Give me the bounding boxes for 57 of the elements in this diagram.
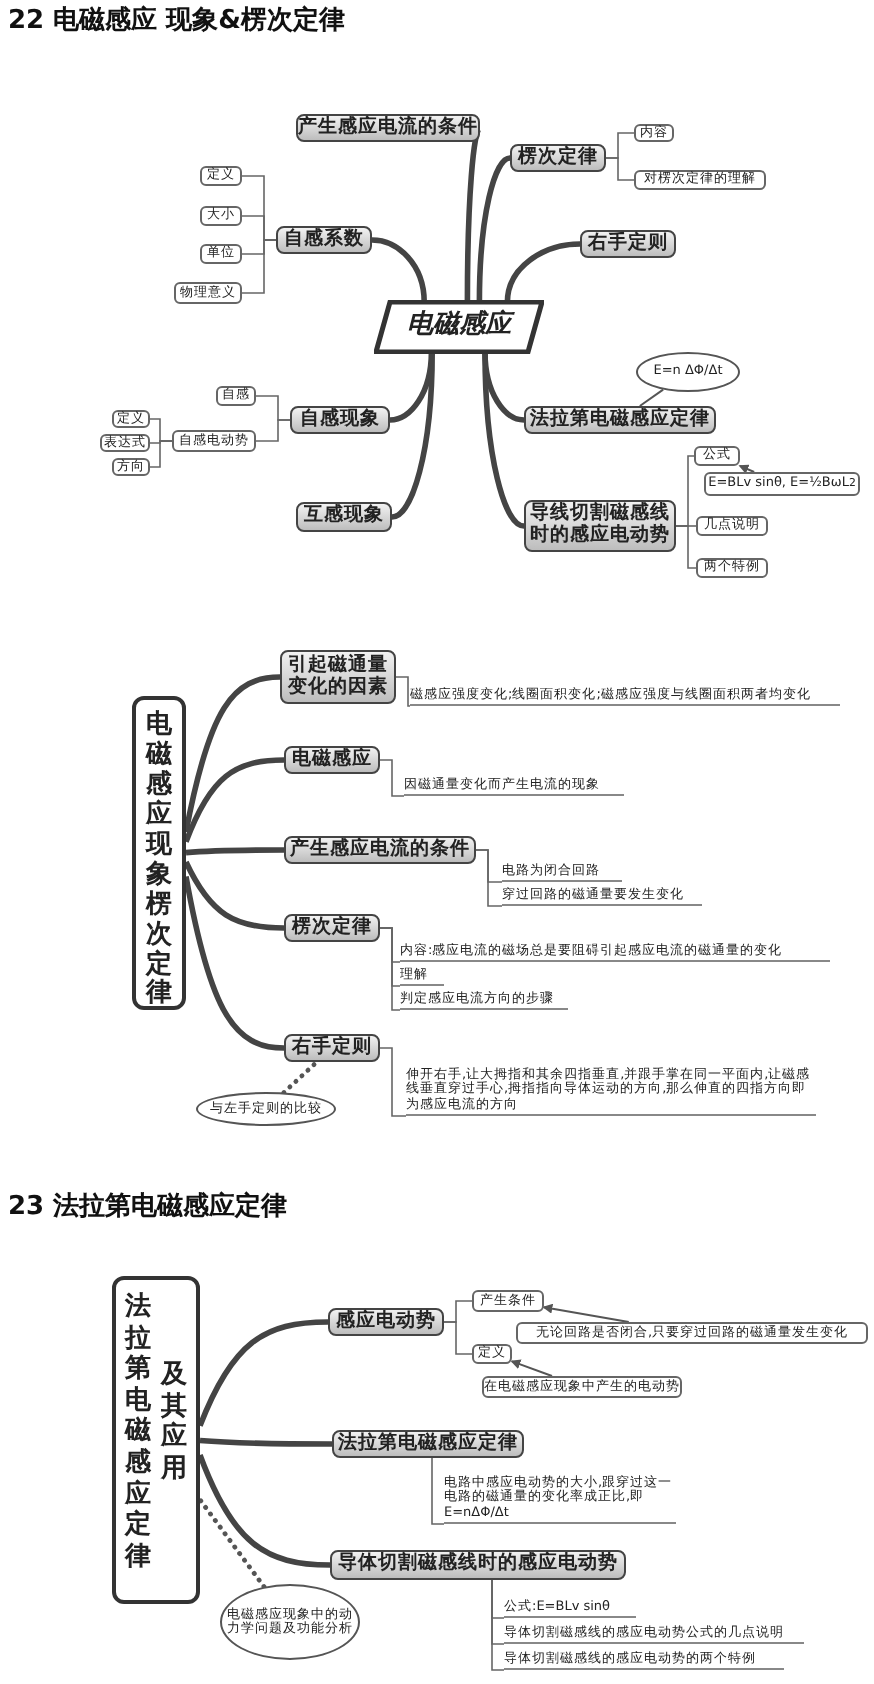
connector-line <box>241 239 277 294</box>
topic-box: 法拉第电磁感应定律 <box>332 1430 524 1458</box>
topic-box: 电磁感应 <box>284 746 380 774</box>
topic-box: 右手定则 <box>284 1034 380 1062</box>
branch-line <box>389 351 435 423</box>
branch-line <box>183 674 281 833</box>
vertical-title-text: 电磁感应现象楞次定律 <box>145 712 173 1011</box>
branch-line <box>476 155 511 303</box>
connector-line <box>395 676 411 707</box>
topic-box: 楞次定律 <box>284 914 380 942</box>
branch-line <box>197 1453 331 1568</box>
vertical-title-text: 及其应用 <box>160 1360 188 1485</box>
branch-line <box>391 351 435 520</box>
main-title-box <box>112 1276 200 1604</box>
central-topic-box: 电磁感应 <box>374 300 544 354</box>
pointer-line <box>510 1359 553 1377</box>
branch-line <box>504 241 581 303</box>
main-title-box <box>132 696 186 1010</box>
topic-box: 产生感应电流的条件 <box>284 836 476 864</box>
branch-line <box>197 1319 329 1427</box>
branch-line <box>185 847 284 856</box>
connector-line <box>379 927 401 1011</box>
topic-box: 法拉第电磁感应定律 <box>524 406 716 434</box>
page-heading: 23 法拉第电磁感应定律 <box>8 1189 288 1224</box>
page-heading: 22 电磁感应 现象&楞次定律 <box>8 3 345 38</box>
topic-box: 互感现象 <box>296 502 392 532</box>
pointer-line <box>542 1303 630 1323</box>
connector-line <box>443 1321 473 1355</box>
connector-line <box>379 759 405 797</box>
connector-line <box>491 1579 505 1671</box>
branch-line <box>183 875 285 1051</box>
branch-line <box>199 1437 332 1447</box>
branch-line <box>464 126 483 302</box>
connector-line <box>431 1457 445 1525</box>
connector-line <box>149 440 173 468</box>
vertical-title-text: 法拉第电磁感应定律 <box>124 1292 152 1573</box>
topic-box: 感应电动势 <box>328 1308 444 1336</box>
thought-bubble-trail <box>281 1059 320 1095</box>
branch-line <box>371 237 427 303</box>
topic-box: 引起磁通量变化的因素 <box>280 650 396 704</box>
topic-box: 右手定则 <box>580 230 676 258</box>
connector-line <box>255 419 291 442</box>
branch-line <box>183 757 285 843</box>
branch-line <box>482 351 525 529</box>
pointer-line <box>738 464 756 474</box>
topic-box: 产生感应电流的条件 <box>296 114 480 142</box>
topic-box: 导线切割磁感线时的感应电动势 <box>524 500 676 552</box>
connector-line <box>675 525 697 569</box>
branch-line <box>183 860 285 931</box>
topic-box: 自感现象 <box>290 406 390 434</box>
connector-line <box>475 849 503 907</box>
connector-line <box>605 157 635 181</box>
thought-bubble-trail <box>197 1497 267 1590</box>
topic-box: 楞次定律 <box>510 144 606 172</box>
connector-line <box>379 1047 407 1117</box>
topic-box: 导体切割磁感线时的感应电动势 <box>330 1550 626 1580</box>
topic-box: 自感系数 <box>276 226 372 254</box>
